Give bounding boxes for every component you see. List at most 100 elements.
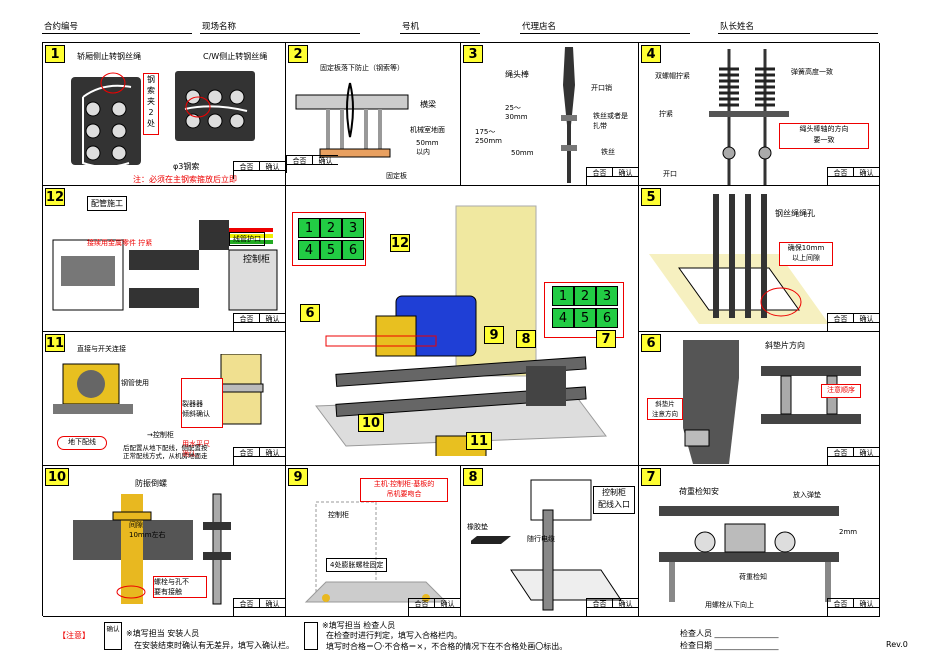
check-box[interactable]: 合否确认 — [233, 161, 285, 179]
check-box[interactable]: 合否确认 — [827, 313, 879, 331]
panel-note: 注：必须在主钢索箍放后立即 — [133, 175, 237, 184]
leader-name-field[interactable]: 队长姓名 — [718, 20, 878, 34]
grid-cell: 3 — [342, 218, 364, 238]
panel-title: 钢丝绳绳孔 — [775, 209, 815, 218]
anti-vibration-illustration — [73, 493, 231, 605]
panel-6: 6 斜垫片方向 斜垫片 注意方向 注意顺序 合否确认 — [639, 332, 880, 466]
panel-title: 直接与开关连接 — [77, 345, 126, 353]
panel-11: 11 直接与开关连接 钢管使用 裂器器 倾斜确认 用水平尺 确认。 地下配线 →… — [43, 332, 286, 466]
rubber-label: 橡胶垫 — [467, 523, 488, 531]
panel-number: 4 — [641, 45, 661, 63]
spring-illustration — [709, 49, 789, 185]
footer-confirm-box[interactable]: 确认 — [104, 622, 122, 650]
agent-name-field[interactable]: 代理店名 — [520, 20, 690, 34]
revision-label: Rev.0 — [886, 640, 908, 649]
load-sensor-label: 荷重检知 — [739, 573, 767, 581]
axis-note: 绳头棒轴的方向 要一致 — [779, 123, 869, 149]
marker-11: 11 — [466, 432, 492, 450]
reducer-note: 裂器器 倾斜确认 用水平尺 确认。 — [181, 378, 223, 458]
zone-grid-right — [544, 282, 624, 338]
notice-label: 【注意】 — [58, 631, 90, 640]
check-box[interactable]: 合否确认 — [586, 598, 638, 616]
check-box[interactable]: 合否确认 — [827, 447, 879, 465]
d1-label: 25～ 30mm — [505, 104, 528, 121]
base-illustration — [304, 501, 448, 603]
panel-number: 9 — [288, 468, 308, 486]
installer-note: 在安装结束时确认有无差异，填写入确认栏。 — [134, 641, 294, 650]
fixed-plate-title: 固定板落下防止（钢索等） — [320, 64, 404, 72]
fixed-plate-illustration — [295, 82, 409, 158]
check-box[interactable]: 合否确认 — [586, 167, 638, 185]
rope-hole-illustration — [649, 194, 829, 324]
gap-label: 50mm 以内 — [416, 139, 439, 156]
panel-title-2: C/W侧止转钢丝绳 — [203, 52, 268, 61]
level-label: 用水平尺 确认。 — [182, 440, 210, 458]
washer-direction: 斜垫片 注意方向 — [647, 398, 683, 420]
panel-title: 斜垫片方向 — [765, 341, 805, 350]
to-control-label: →控制柜 — [147, 431, 174, 439]
panel-title: 荷重检知安 — [679, 487, 719, 496]
panel-title: 绳头棒 — [505, 70, 529, 79]
panel-number: 3 — [463, 45, 483, 63]
marker-9: 9 — [484, 326, 504, 344]
tighten-label: 拧紧 — [659, 110, 673, 118]
check-box[interactable]: 合否确认 — [233, 313, 285, 331]
wire-hole-label: 铁丝或者是 扎带 — [593, 112, 628, 130]
grid-cell: 4 — [552, 308, 574, 328]
plate-label: 固定板 — [386, 172, 407, 180]
match-note: 主机·控制柜·基板的 吊机要吻合 — [360, 478, 448, 502]
check-box[interactable]: 合否确认 — [408, 598, 460, 616]
wiring-note: 后配置从地下配线，侧配置按 正常配线方式，从机房地面走 — [123, 444, 208, 460]
inspector-field[interactable]: 检查人员 ________________ — [680, 629, 779, 638]
inspector-role-label: ※填写担当 检查人员 — [322, 621, 396, 630]
marker-8: 8 — [516, 330, 536, 348]
panel-number: 5 — [641, 188, 661, 206]
bolt-up-label: 用螺栓从下向上 — [705, 601, 754, 609]
grid-cell: 3 — [596, 286, 618, 306]
grid-cell: 5 — [574, 308, 596, 328]
panel-number: 12 — [45, 188, 65, 206]
cable-entry-illustration — [471, 479, 622, 611]
panel-title: 防振倒螺 — [135, 479, 167, 488]
cable-label: 随行电缆 — [527, 535, 555, 543]
footer-check-box[interactable] — [304, 622, 318, 650]
judgement-note: 填写时合格＝〇·不合格＝×，不合格的情况下在不合格处画〇标出。 — [326, 642, 568, 651]
zone-grid-left — [292, 212, 366, 266]
check-box[interactable]: 合否确认 — [827, 167, 879, 185]
marker-12: 12 — [390, 234, 410, 252]
grid-cell: 4 — [298, 240, 320, 260]
gap-label: 间隙 10mm左右 — [129, 521, 166, 539]
rope-rod-illustration — [561, 47, 577, 183]
grid-cell: 1 — [298, 218, 320, 238]
checklist-grid: 1 轿厢侧止转钢丝绳 C/W侧止转钢丝绳 钢 索 夹 2 处 φ3钢索 注：必须… — [42, 42, 880, 617]
control-label: 控制柜 — [328, 511, 349, 519]
entry-label: 控制柜 配线入口 — [593, 486, 635, 514]
contract-no-field[interactable]: 合约编号 — [42, 20, 192, 34]
floor-label: 机械室地面 — [410, 126, 445, 134]
unit-no-field[interactable]: 号机 — [400, 20, 480, 34]
inspection-date-field[interactable]: 检查日期 ________________ — [680, 641, 779, 650]
panel-5: 5 钢丝绳绳孔 确保10mm 以上间隙 合否确认 — [639, 186, 880, 332]
site-name-field[interactable]: 现场名称 — [200, 20, 360, 34]
panel-number: 10 — [45, 468, 69, 486]
order-note: 注意顺序 — [821, 384, 861, 398]
check-box[interactable]: 合否确认 — [286, 155, 338, 173]
check-box[interactable]: 合否确认 — [233, 598, 285, 616]
clamp-label: 钢 索 夹 2 处 — [143, 73, 159, 135]
check-box[interactable]: 合否确认 — [233, 447, 285, 465]
control-cabinet-label: 控制柜 — [243, 255, 271, 265]
panel-number: 11 — [45, 334, 65, 352]
panel-number: 8 — [463, 468, 483, 486]
marker-10: 10 — [358, 414, 384, 432]
grid-cell: 2 — [320, 218, 342, 238]
grid-cell: 5 — [320, 240, 342, 260]
grid-cell: 6 — [342, 240, 364, 260]
spring-label: 弹簧高度一致 — [791, 68, 833, 76]
bolt-count-label: 4处膨胀螺栓固定 — [326, 558, 388, 572]
check-box[interactable]: 合否确认 — [827, 598, 879, 616]
spring-washer-label: 放入弹垫 — [793, 491, 821, 499]
center-overview: 1 2 3 4 5 6 1 2 3 4 5 6 12 6 10 9 8 11 7 — [286, 186, 639, 466]
d3-label: 50mm — [511, 149, 534, 157]
nuts-label: 双螺帽拧紧 — [655, 72, 690, 80]
inspector-note: 在检查时进行判定，填写入合格栏内。 — [326, 631, 462, 640]
